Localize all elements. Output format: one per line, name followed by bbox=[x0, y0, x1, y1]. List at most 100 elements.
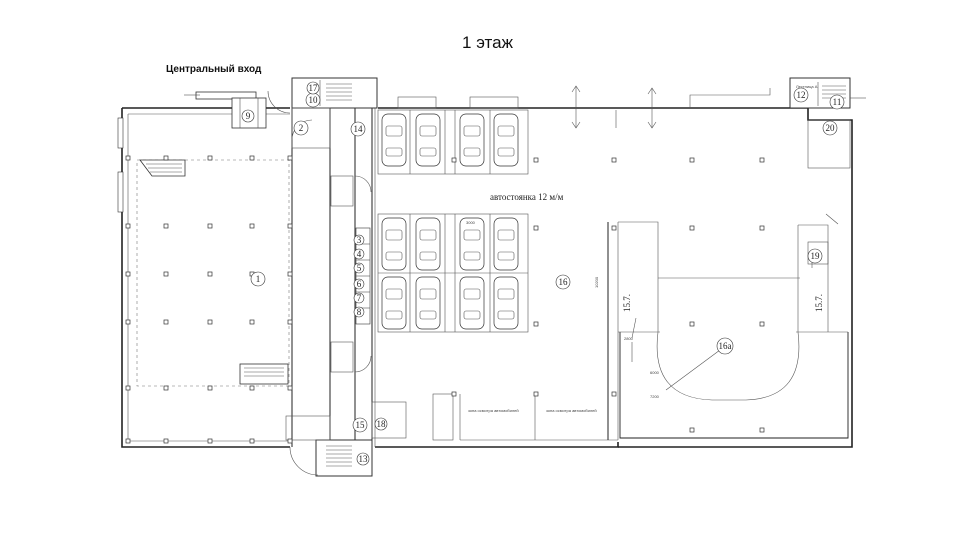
column bbox=[207, 319, 213, 325]
svg-text:4: 4 bbox=[357, 249, 362, 259]
column bbox=[287, 385, 293, 391]
column bbox=[759, 225, 765, 231]
room-marker-20: 20 bbox=[822, 120, 838, 136]
parked-car bbox=[493, 217, 519, 271]
svg-text:18: 18 bbox=[377, 419, 387, 429]
svg-text:15: 15 bbox=[356, 420, 366, 430]
column bbox=[759, 321, 765, 327]
column bbox=[287, 223, 293, 229]
svg-text:13: 13 bbox=[359, 454, 369, 464]
column bbox=[533, 157, 539, 163]
svg-text:17: 17 bbox=[309, 83, 319, 93]
room-marker-19: 19 bbox=[807, 248, 823, 264]
room-marker-14: 14 bbox=[350, 121, 366, 137]
slope-label-1: 15.7. bbox=[622, 294, 632, 312]
parked-car bbox=[459, 276, 485, 330]
inspection-zone bbox=[459, 394, 618, 441]
column bbox=[125, 155, 131, 161]
dimension-3000: 3000 bbox=[466, 220, 476, 225]
parked-car bbox=[493, 276, 519, 330]
column bbox=[249, 385, 255, 391]
stair-block-bottom bbox=[285, 401, 407, 477]
room-marker-11: 11 bbox=[829, 94, 845, 110]
column bbox=[759, 427, 765, 433]
column bbox=[163, 223, 169, 229]
svg-text:9: 9 bbox=[246, 111, 251, 121]
column bbox=[287, 271, 293, 277]
room-marker-4: 4 bbox=[353, 248, 365, 260]
column bbox=[689, 427, 695, 433]
room-marker-5: 5 bbox=[353, 262, 365, 274]
column bbox=[249, 155, 255, 161]
double-arrows bbox=[571, 85, 657, 339]
column bbox=[163, 271, 169, 277]
column bbox=[163, 319, 169, 325]
column bbox=[611, 391, 617, 397]
dimension-7200: 7200 bbox=[650, 394, 660, 399]
svg-text:11: 11 bbox=[833, 97, 842, 107]
parking-area bbox=[377, 96, 529, 441]
corridor-doors bbox=[330, 175, 372, 373]
svg-text:6: 6 bbox=[357, 279, 362, 289]
column bbox=[125, 319, 131, 325]
dimension-6000: 6000 bbox=[650, 370, 660, 375]
column bbox=[689, 321, 695, 327]
column bbox=[249, 319, 255, 325]
svg-text:1: 1 bbox=[256, 274, 261, 284]
column bbox=[611, 157, 617, 163]
parked-car bbox=[381, 217, 407, 271]
room-marker-16a: 16а bbox=[716, 337, 734, 355]
column bbox=[207, 271, 213, 277]
stair-a-label: Лестница А bbox=[796, 84, 818, 89]
column bbox=[287, 155, 293, 161]
room-marker-7: 7 bbox=[353, 292, 365, 304]
parked-car bbox=[381, 113, 407, 167]
svg-text:16а: 16а bbox=[719, 341, 732, 351]
svg-text:7: 7 bbox=[357, 293, 362, 303]
column bbox=[287, 438, 293, 444]
stair-block-top bbox=[291, 77, 378, 149]
column bbox=[249, 438, 255, 444]
svg-text:10: 10 bbox=[309, 95, 319, 105]
column bbox=[207, 438, 213, 444]
svg-text:14: 14 bbox=[354, 124, 364, 134]
parking-label: автостоянка 12 м/м bbox=[490, 192, 564, 202]
room-marker-8: 8 bbox=[353, 306, 365, 318]
column bbox=[451, 391, 457, 397]
column bbox=[125, 385, 131, 391]
svg-text:16: 16 bbox=[559, 277, 569, 287]
ramp-area bbox=[607, 213, 849, 440]
column bbox=[125, 223, 131, 229]
room-marker-3: 3 bbox=[353, 234, 365, 246]
parked-car bbox=[415, 217, 441, 271]
column bbox=[163, 385, 169, 391]
main-entrance-label: Центральный вход bbox=[166, 64, 262, 75]
stair-block-right bbox=[689, 77, 866, 169]
parked-car bbox=[415, 276, 441, 330]
hall-room-1 bbox=[117, 117, 290, 387]
svg-text:5: 5 bbox=[357, 263, 362, 273]
column bbox=[533, 391, 539, 397]
entrance-block bbox=[184, 90, 291, 129]
dimension-2800: 2800 bbox=[624, 336, 634, 341]
column bbox=[287, 319, 293, 325]
column bbox=[533, 321, 539, 327]
svg-text:2: 2 bbox=[299, 123, 304, 133]
svg-text:12: 12 bbox=[797, 90, 806, 100]
column bbox=[163, 155, 169, 161]
room-marker-2: 2 bbox=[293, 120, 309, 136]
svg-text:3: 3 bbox=[357, 235, 362, 245]
dimension-10200: 10200 bbox=[594, 276, 599, 288]
column bbox=[249, 223, 255, 229]
parked-car bbox=[381, 276, 407, 330]
room-marker-12: 12 bbox=[793, 87, 809, 103]
structural-columns bbox=[125, 155, 765, 444]
column bbox=[611, 225, 617, 231]
svg-text:19: 19 bbox=[811, 251, 821, 261]
column bbox=[207, 385, 213, 391]
slope-label-2: 15.7. bbox=[814, 294, 824, 312]
column bbox=[125, 438, 131, 444]
room-marker-6: 6 bbox=[353, 278, 365, 290]
column bbox=[759, 157, 765, 163]
